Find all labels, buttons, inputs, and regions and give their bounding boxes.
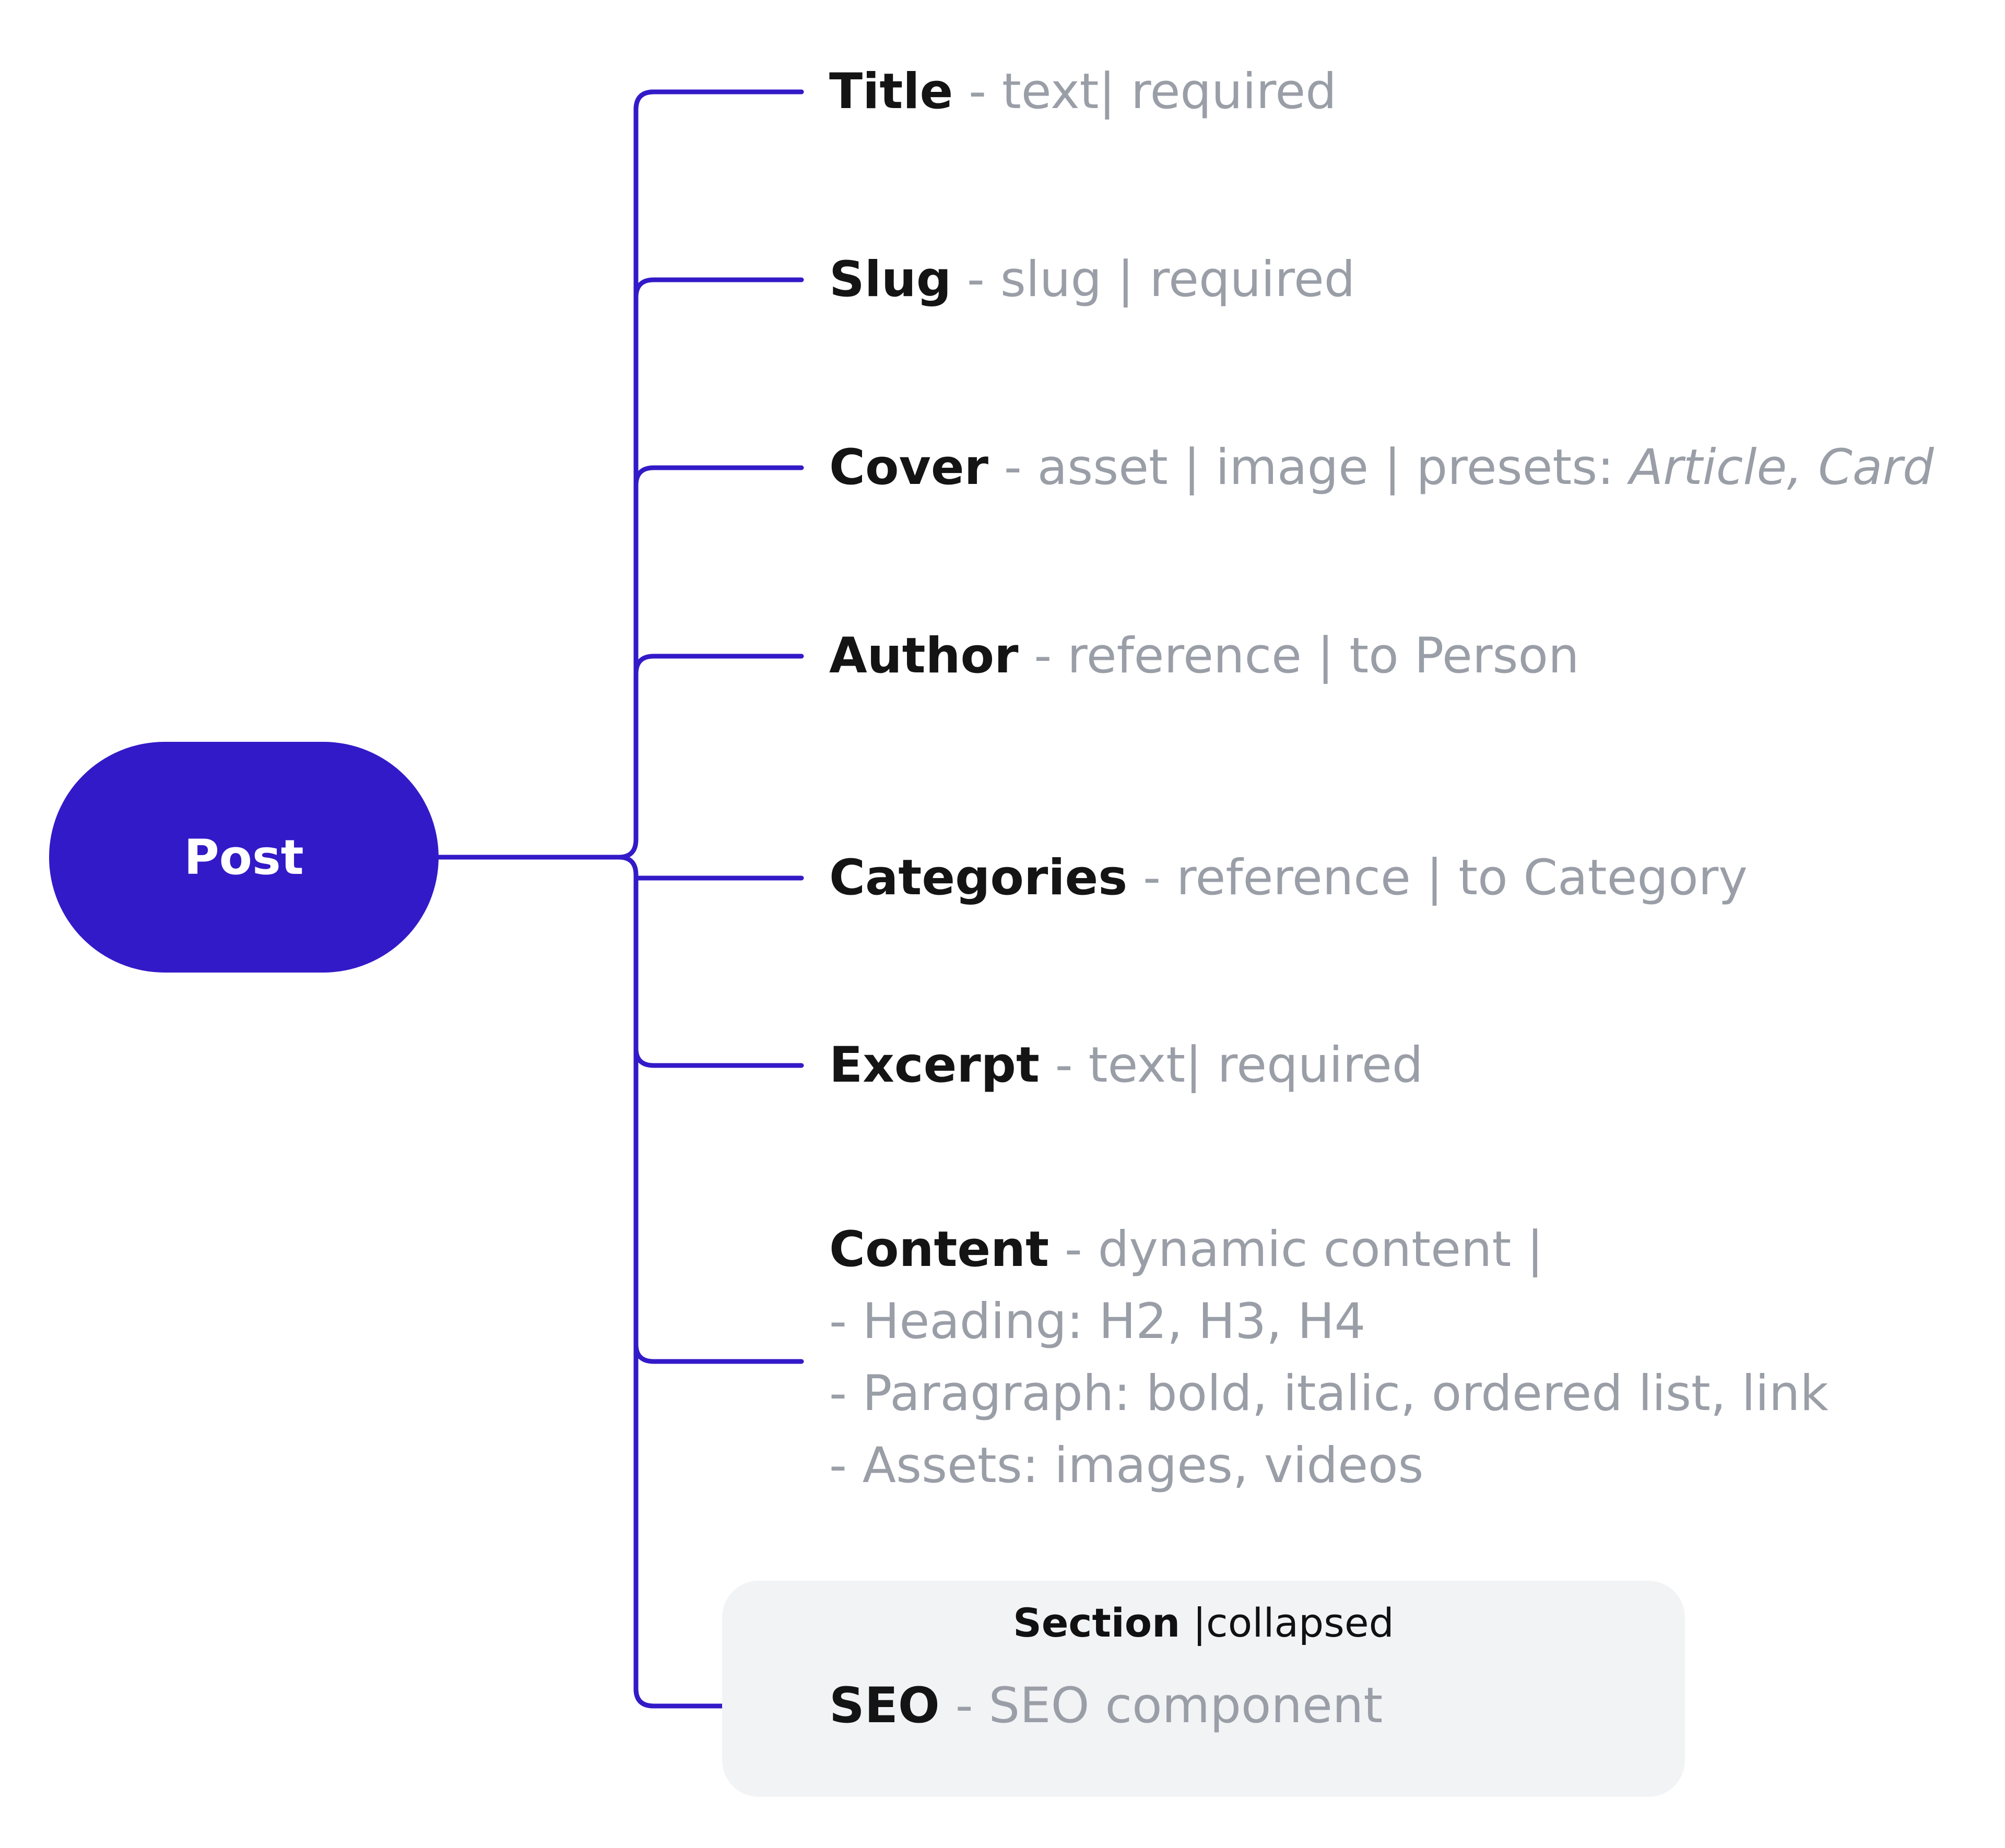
field-presets: Article, Card bbox=[1629, 439, 1934, 496]
branch-content bbox=[633, 1342, 804, 1364]
field-name: Author bbox=[829, 627, 1019, 684]
field-name: Slug bbox=[829, 251, 952, 308]
field-name: Content bbox=[829, 1221, 1049, 1278]
field-detail: reference | to Category bbox=[1176, 849, 1748, 906]
field-detail: SEO component bbox=[988, 1677, 1383, 1734]
content-header-line: Content - dynamic content | bbox=[829, 1214, 1829, 1286]
field-sep: - bbox=[1049, 1221, 1098, 1278]
field-detail: text| required bbox=[1001, 63, 1337, 120]
root-label: Post bbox=[184, 829, 304, 885]
content-line-paragraph: - Paragraph: bold, italic, ordered list,… bbox=[829, 1365, 1829, 1422]
field-sep: - bbox=[1018, 627, 1068, 684]
field-name: Title bbox=[829, 63, 953, 120]
field-excerpt: Excerpt - text| required bbox=[829, 1029, 1423, 1102]
section-box: Section |collapsed bbox=[722, 1581, 1685, 1797]
field-name: SEO bbox=[829, 1677, 940, 1734]
field-content: Content - dynamic content | - Heading: H… bbox=[829, 1214, 1829, 1502]
trunk-lower bbox=[616, 855, 804, 1709]
field-detail: text| required bbox=[1088, 1037, 1423, 1094]
field-detail: asset | image | presets: bbox=[1037, 439, 1630, 496]
field-detail: slug | required bbox=[1000, 251, 1355, 308]
field-sep: - bbox=[953, 63, 1002, 120]
field-categories: Categories - reference | to Category bbox=[829, 842, 1748, 915]
branch-seo bbox=[633, 1686, 804, 1709]
field-sep: - bbox=[1127, 849, 1176, 906]
field-sep: - bbox=[988, 439, 1037, 496]
branch-title bbox=[633, 89, 804, 112]
section-name: Section bbox=[1013, 1600, 1181, 1646]
field-title: Title - text| required bbox=[829, 55, 1337, 128]
field-slug: Slug - slug | required bbox=[829, 243, 1355, 316]
root-connector bbox=[436, 837, 639, 860]
field-detail: reference | to Person bbox=[1067, 627, 1579, 684]
content-line-heading: - Heading: H2, H3, H4 bbox=[829, 1293, 1366, 1350]
content-line-assets: - Assets: images, videos bbox=[829, 1437, 1424, 1494]
field-sep: - bbox=[951, 251, 1000, 308]
root-node: Post bbox=[49, 742, 439, 973]
branch-excerpt bbox=[633, 1046, 804, 1068]
branch-cover bbox=[633, 465, 804, 488]
field-author: Author - reference | to Person bbox=[829, 620, 1579, 693]
section-header: Section |collapsed bbox=[722, 1600, 1685, 1646]
field-name: Excerpt bbox=[829, 1037, 1040, 1094]
field-name: Cover bbox=[829, 439, 988, 496]
field-sep: - bbox=[1039, 1037, 1089, 1094]
field-seo: SEO - SEO component bbox=[829, 1669, 1383, 1743]
section-detail: |collapsed bbox=[1180, 1600, 1394, 1646]
field-detail: dynamic content | bbox=[1098, 1221, 1543, 1278]
branch-slug bbox=[633, 277, 804, 300]
field-name: Categories bbox=[829, 849, 1128, 906]
field-sep: - bbox=[939, 1677, 989, 1734]
branch-author bbox=[633, 654, 804, 677]
field-cover: Cover - asset | image | presets: Article… bbox=[829, 431, 1934, 504]
